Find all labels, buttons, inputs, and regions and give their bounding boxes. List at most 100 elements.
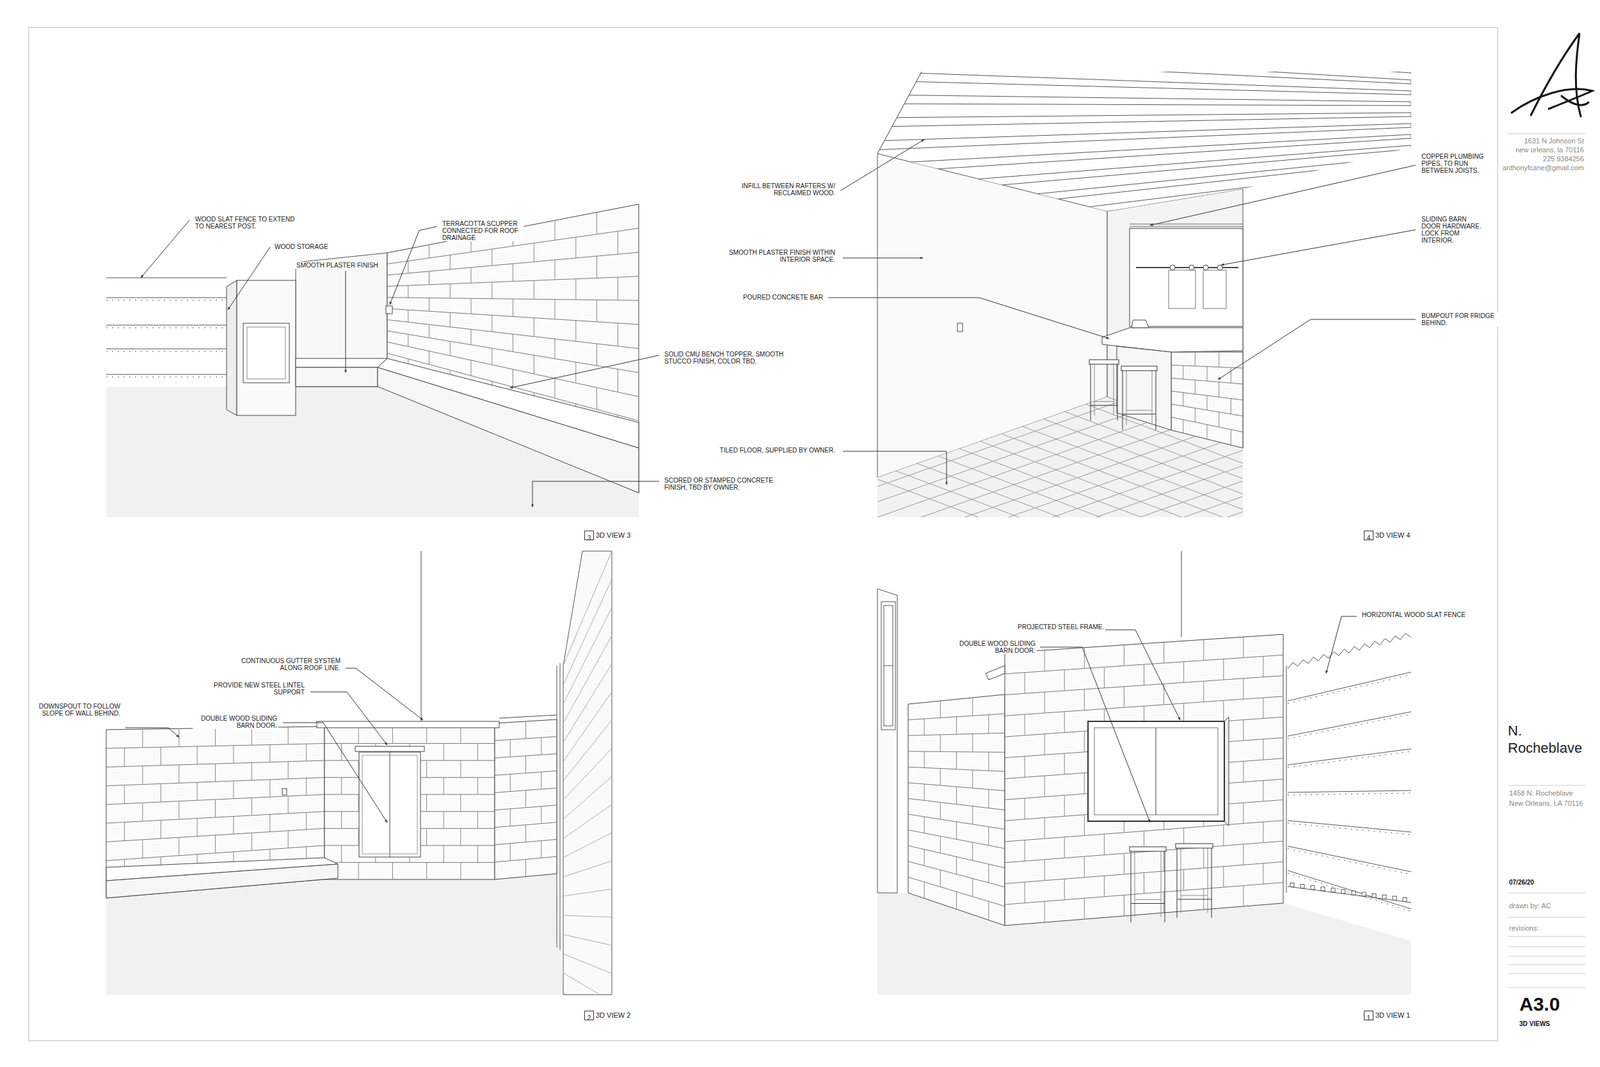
tile-line (877, 341, 1243, 479)
callout-note: SMOOTH PLASTER FINISH WITHIN INTERIOR SP… (715, 248, 837, 264)
callout-note: TILED FLOOR, SUPPLIED BY OWNER. (718, 446, 837, 454)
cmu-joint (1084, 814, 1085, 836)
cmu-joint (305, 778, 307, 796)
cmu-joint (956, 786, 957, 804)
title-block-text: anthonyfcane@gmail.com (1501, 163, 1586, 173)
tile-line (877, 496, 1243, 625)
cmu-wall (324, 726, 495, 880)
cmu-joint (972, 734, 973, 752)
cmu-joint (460, 794, 461, 812)
cmu-joint (1123, 686, 1125, 708)
view-number: 2 (587, 1013, 592, 1023)
cmu-joint (956, 821, 957, 840)
callout-note: WOOD STORAGE (273, 243, 330, 251)
cmu-joint (1143, 872, 1145, 894)
cmu-wall (494, 719, 557, 880)
cmu-joint (428, 324, 430, 338)
cmu-joint (1024, 756, 1026, 778)
cmu-joint (491, 282, 493, 299)
cmu-joint (1194, 352, 1196, 367)
cmu-joint (1084, 773, 1085, 795)
stool-leg (1117, 364, 1119, 421)
cmu-joint (1064, 878, 1065, 900)
cmu-joint (596, 256, 598, 278)
cmu-joint (575, 279, 576, 301)
cmu-joint (477, 777, 479, 795)
siding (563, 551, 612, 1030)
tile-line (877, 417, 1243, 556)
title-block-text: 1631 N Johnson St (1522, 136, 1586, 146)
callout-note: BUMPOUT FOR FRIDGE BEHIND. (1420, 312, 1503, 327)
tile-line (877, 310, 1243, 448)
tile-line (877, 481, 1243, 610)
cmu-joint (178, 837, 180, 856)
cmu-joint (1024, 672, 1026, 694)
cmu-joint (617, 369, 619, 393)
cmu-joint (1084, 897, 1085, 920)
title-block-text: drawn by: AC (1507, 901, 1552, 911)
cmu-joint (1262, 821, 1264, 843)
fence-slat (1287, 674, 1412, 704)
title-block-text: 3D VIEWS (1518, 1020, 1552, 1028)
cmu-joint (1104, 833, 1105, 856)
cmu-joint (1044, 734, 1046, 756)
cmu-joint (1044, 775, 1046, 797)
cmu-joint (341, 777, 342, 795)
fence-block (1392, 896, 1397, 900)
cmu-joint (1203, 680, 1204, 702)
cmu-joint (1044, 650, 1046, 672)
tile-line (877, 325, 1243, 464)
callout-note: INFILL BETWEEN RAFTERS W/ RECLAIMED WOOD… (737, 182, 837, 197)
cmu-joint (1163, 850, 1165, 872)
cmu-joint (512, 298, 514, 317)
stool-rung (1126, 410, 1152, 411)
cmu-joint (510, 774, 511, 792)
cmu-joint (1123, 853, 1125, 875)
fence-slat (1287, 711, 1412, 736)
view-number-box: 13D VIEW 1 (1363, 1010, 1374, 1021)
cmu-joint (596, 343, 598, 366)
fence-slat (1287, 748, 1412, 765)
view-number: 3 (587, 533, 592, 543)
rafter (877, 25, 1412, 73)
cmu-joint (443, 811, 445, 829)
cmu-joint (392, 726, 393, 744)
cmu-joint (940, 869, 941, 887)
cmu-joint (407, 309, 409, 322)
cmu-joint (1123, 894, 1125, 916)
cmu-joint (232, 816, 234, 834)
tile-line (877, 465, 1243, 594)
cmu-joint (1064, 753, 1065, 775)
view-number-box: 23D VIEW 2 (584, 1010, 594, 1021)
cmu-joint (924, 751, 925, 768)
cmu-joint (215, 728, 216, 747)
cmu-joint (124, 748, 125, 767)
cmu-joint (924, 718, 925, 736)
cmu-joint (940, 700, 941, 718)
cmu-joint (142, 766, 143, 785)
signature-logo (1511, 33, 1593, 117)
tile-line (877, 218, 1243, 356)
tile-line (877, 327, 1243, 456)
siding-line (563, 915, 612, 918)
tile-line (877, 433, 1243, 571)
cmu-joint (972, 697, 973, 716)
cmu-joint (596, 212, 598, 235)
cmu-joint (460, 862, 461, 880)
cmu-joint (1064, 711, 1065, 733)
cmu-joint (426, 726, 427, 744)
cmu-wall (1171, 352, 1243, 448)
cmu-joint (972, 842, 973, 861)
siding-line (563, 972, 612, 1002)
fence-slat (1287, 872, 1412, 912)
cmu-joint (1182, 365, 1184, 379)
cmu-joint (1262, 780, 1264, 802)
cmu-joint (1143, 664, 1145, 686)
cmu-joint (596, 300, 598, 322)
cmu-joint (972, 878, 973, 897)
generated-furniture (1089, 359, 1213, 923)
cmu-joint (251, 762, 253, 781)
cmu-joint (491, 348, 493, 365)
cmu-joint (1207, 424, 1208, 440)
cmu-joint (617, 231, 619, 255)
